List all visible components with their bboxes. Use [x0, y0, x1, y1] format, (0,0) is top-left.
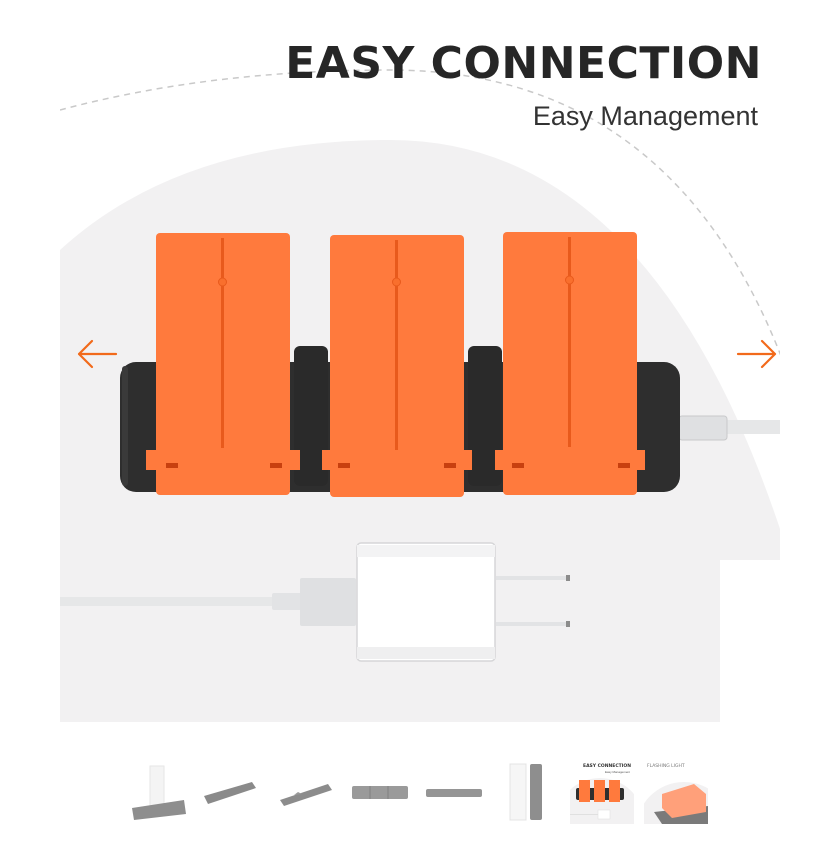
battery-1	[146, 233, 300, 495]
thumbnail-2[interactable]	[200, 760, 264, 824]
battery-3	[495, 232, 645, 495]
headline: EASY CONNECTION	[285, 38, 762, 89]
dashed-arc	[60, 69, 780, 356]
thumbnail-3[interactable]	[274, 760, 338, 824]
next-image-button[interactable]	[734, 331, 780, 377]
thumbnail-7-subtitle: Easy Management	[604, 770, 630, 774]
usb-cable-right	[678, 415, 780, 441]
charging-hub-illustration	[60, 232, 780, 662]
wall-charger	[60, 542, 570, 662]
thumbnail-8[interactable]: FLASHING LIGHT	[644, 760, 708, 824]
arrow-right-icon	[736, 339, 777, 369]
thumbnail-5[interactable]	[422, 760, 486, 824]
main-product-image: EASY CONNECTION Easy Management	[60, 0, 780, 722]
thumbnail-6[interactable]	[496, 760, 560, 824]
thumbnail-1[interactable]	[126, 760, 190, 824]
arrow-left-icon	[77, 339, 118, 369]
previous-image-button[interactable]	[74, 331, 120, 377]
thumbnail-strip: EASY CONNECTION Easy Management FLASHING…	[126, 756, 708, 828]
thumbnail-8-title: FLASHING LIGHT	[647, 764, 685, 769]
thumbnail-7-title: EASY CONNECTION	[583, 764, 631, 769]
product-gallery: EASY CONNECTION Easy Management	[60, 0, 780, 722]
subheadline: Easy Management	[532, 101, 758, 131]
thumbnail-7-active[interactable]: EASY CONNECTION Easy Management	[570, 760, 634, 824]
battery-2	[322, 235, 472, 497]
thumbnail-4[interactable]	[348, 760, 412, 824]
